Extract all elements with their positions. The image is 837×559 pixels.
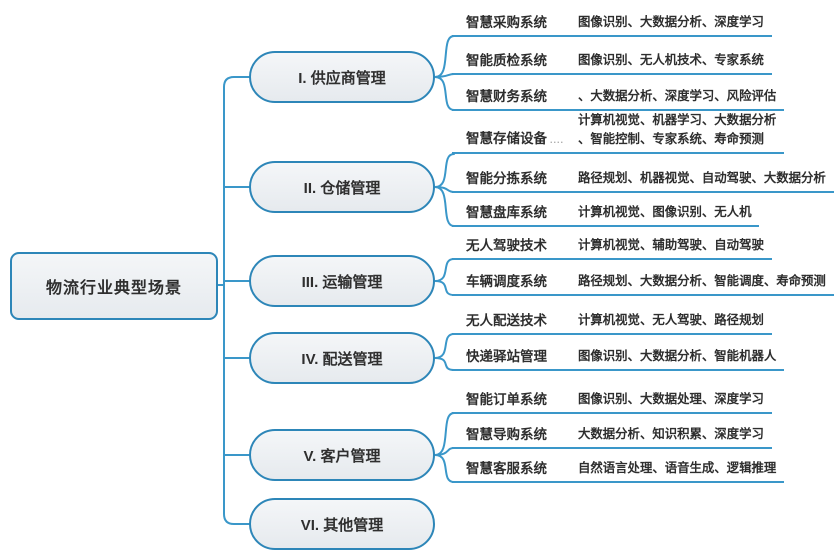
tech-list: 路径规划、大数据分析、智能调度、寿命预测 — [578, 274, 826, 288]
subtopic-label: 无人驾驶技术 — [466, 238, 547, 253]
tech-list: 图像识别、大数据分析、智能机器人 — [578, 349, 777, 363]
subtopic-label: 智慧存储设备.... — [466, 131, 565, 146]
tech-list: 、大数据分析、深度学习、风险评估 — [578, 89, 777, 103]
subtopic-row[interactable]: 智能分拣系统 路径规划、机器视觉、自动驾驶、大数据分析 — [452, 169, 834, 193]
branch-node-transport-management[interactable]: III. 运输管理 — [249, 255, 435, 307]
connector — [434, 447, 455, 456]
subtopic-row[interactable]: 无人驾驶技术 计算机视觉、辅助驾驶、自动驾驶 — [452, 236, 772, 260]
tech-list: 计算机视觉、无人驾驶、路径规划 — [578, 313, 764, 327]
subtopic-row[interactable]: 智慧存储设备.... 计算机视觉、机器学习、大数据分析 、智能控制、专家系统、寿… — [452, 111, 785, 154]
branch-node-warehouse-management[interactable]: II. 仓储管理 — [249, 161, 435, 213]
subtopic-row[interactable]: 智慧采购系统 图像识别、大数据分析、深度学习 — [452, 13, 772, 37]
subtopic-label: 车辆调度系统 — [466, 274, 547, 289]
branch-node-delivery-management[interactable]: IV. 配送管理 — [249, 332, 435, 384]
tech-list: 大数据分析、知识积累、深度学习 — [578, 427, 764, 441]
subtopic-label: 智能质检系统 — [466, 53, 547, 68]
branch-label: IV. 配送管理 — [301, 350, 383, 368]
branch-label: II. 仓储管理 — [303, 179, 381, 197]
root-node[interactable]: 物流行业典型场景 — [10, 252, 218, 320]
tech-list: 图像识别、无人机技术、专家系统 — [578, 53, 764, 67]
subtopic-row[interactable]: 快递驿站管理 图像识别、大数据分析、智能机器人 — [452, 347, 785, 371]
subtopic-row[interactable]: 智慧客服系统 自然语言处理、语音生成、逻辑推理 — [452, 459, 785, 483]
subtopic-label: 智慧采购系统 — [466, 15, 547, 30]
subtopic-label: 智慧客服系统 — [466, 461, 547, 476]
subtopic-row[interactable]: 无人配送技术 计算机视觉、无人驾驶、路径规划 — [452, 311, 772, 335]
subtopic-row[interactable]: 智能质检系统 图像识别、无人机技术、专家系统 — [452, 51, 772, 75]
label-ellipsis: .... — [550, 135, 565, 145]
subtopic-row[interactable]: 智慧导购系统 大数据分析、知识积累、深度学习 — [452, 425, 772, 449]
subtopic-label: 智慧导购系统 — [466, 427, 547, 442]
subtopic-label: 智能订单系统 — [466, 392, 547, 407]
subtopic-row[interactable]: 车辆调度系统 路径规划、大数据分析、智能调度、寿命预测 — [452, 272, 834, 296]
branch-label: I. 供应商管理 — [298, 69, 386, 87]
branch-label: VI. 其他管理 — [300, 516, 384, 534]
branch-label: V. 客户管理 — [303, 447, 381, 465]
tech-list: 自然语言处理、语音生成、逻辑推理 — [578, 461, 777, 475]
tech-list: 图像识别、大数据分析、深度学习 — [578, 15, 764, 29]
subtopic-row[interactable]: 智能订单系统 图像识别、大数据处理、深度学习 — [452, 390, 772, 414]
subtopic-row[interactable]: 智慧财务系统 、大数据分析、深度学习、风险评估 — [452, 87, 785, 111]
tech-list: 计算机视觉、辅助驾驶、自动驾驶 — [578, 238, 764, 252]
connector — [223, 76, 250, 525]
subtopic-label: 智能分拣系统 — [466, 171, 547, 186]
branch-node-supplier-management[interactable]: I. 供应商管理 — [249, 51, 435, 103]
subtopic-label: 无人配送技术 — [466, 313, 547, 328]
subtopic-label: 智慧财务系统 — [466, 89, 547, 104]
subtopic-row[interactable]: 智慧盘库系统 计算机视觉、图像识别、无人机 — [452, 203, 760, 227]
branch-node-customer-management[interactable]: V. 客户管理 — [249, 429, 435, 481]
root-node-label: 物流行业典型场景 — [45, 280, 182, 297]
tech-list: 图像识别、大数据处理、深度学习 — [578, 392, 764, 406]
branch-node-other-management[interactable]: VI. 其他管理 — [249, 498, 435, 550]
tech-list: 计算机视觉、机器学习、大数据分析 、智能控制、专家系统、寿命预测 — [578, 113, 777, 146]
tech-list: 路径规划、机器视觉、自动驾驶、大数据分析 — [578, 171, 826, 185]
subtopic-label: 智慧盘库系统 — [466, 205, 547, 220]
tech-list: 计算机视觉、图像识别、无人机 — [578, 205, 752, 219]
subtopic-label: 快递驿站管理 — [466, 349, 547, 364]
branch-label: III. 运输管理 — [301, 273, 383, 291]
